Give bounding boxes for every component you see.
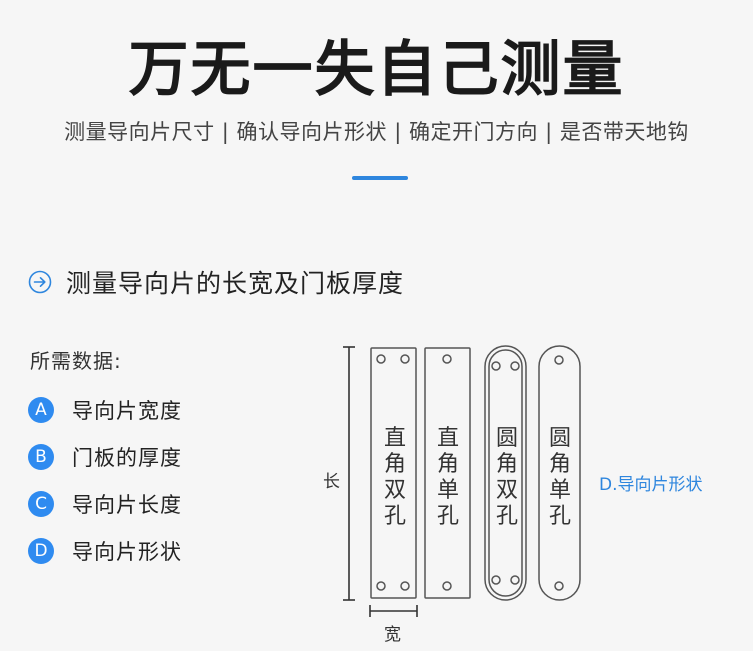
- width-label: 宽: [384, 625, 401, 645]
- plate-label-char: 孔: [549, 504, 572, 529]
- list-item: B 门板的厚度: [28, 433, 182, 480]
- plate-label: 直 角 单 孔: [437, 426, 460, 530]
- section-heading: 测量导向片的长宽及门板厚度: [28, 264, 404, 300]
- plate-label-char: 孔: [437, 504, 460, 529]
- plate-label-char: 孔: [384, 504, 407, 529]
- length-dimension: [343, 346, 355, 601]
- plate-label-char: 单: [437, 478, 460, 503]
- plate-round-single-hole: [538, 345, 581, 601]
- plate-label-char: 角: [496, 452, 519, 477]
- plate-label-char: 单: [549, 478, 572, 503]
- page-title: 万无一失自己测量: [128, 35, 625, 105]
- width-dimension: [369, 605, 418, 617]
- badge-b: B: [28, 443, 54, 470]
- list-item: A 导向片宽度: [28, 386, 182, 433]
- plate-label-char: 双: [496, 478, 519, 503]
- plate-label-char: 直: [437, 426, 460, 451]
- plate-label: 圆 角 单 孔: [549, 426, 572, 530]
- shape-label: D.导向片形状: [599, 475, 703, 495]
- plate-round-double-hole: [484, 345, 527, 601]
- section-heading-text: 测量导向片的长宽及门板厚度: [66, 269, 405, 298]
- plate-label-char: 孔: [496, 504, 519, 529]
- badge-a: A: [28, 396, 54, 423]
- arrow-circle-right-icon: [28, 270, 52, 294]
- plate-label: 直 角 双 孔: [384, 426, 407, 530]
- title-divider: [352, 176, 408, 180]
- plate-label-char: 圆: [496, 426, 519, 451]
- plate-label-char: 角: [437, 452, 460, 477]
- list-item: D 导向片形状: [28, 527, 182, 574]
- requirement-label: 导向片宽度: [72, 398, 182, 423]
- requirement-label: 门板的厚度: [72, 445, 182, 470]
- requirements-title: 所需数据:: [30, 349, 122, 373]
- requirement-label: 导向片长度: [72, 492, 182, 517]
- plate-label: 圆 角 双 孔: [496, 426, 519, 530]
- badge-d: D: [28, 537, 54, 564]
- plate-label-char: 直: [384, 426, 407, 451]
- plate-label-char: 角: [549, 452, 572, 477]
- requirements-list: A 导向片宽度 B 门板的厚度 C 导向片长度 D 导向片形状: [28, 386, 182, 574]
- plate-square-single-hole: [424, 347, 471, 599]
- requirement-label: 导向片形状: [72, 539, 182, 564]
- page-subtitle: 测量导向片尺寸 | 确认导向片形状 | 确定开门方向 | 是否带天地钩: [64, 120, 689, 144]
- length-label: 长: [323, 472, 340, 492]
- plate-label-char: 双: [384, 478, 407, 503]
- plate-label-char: 角: [384, 452, 407, 477]
- badge-c: C: [28, 490, 54, 517]
- list-item: C 导向片长度: [28, 480, 182, 527]
- plate-label-char: 圆: [549, 426, 572, 451]
- plate-square-double-hole: [370, 347, 417, 599]
